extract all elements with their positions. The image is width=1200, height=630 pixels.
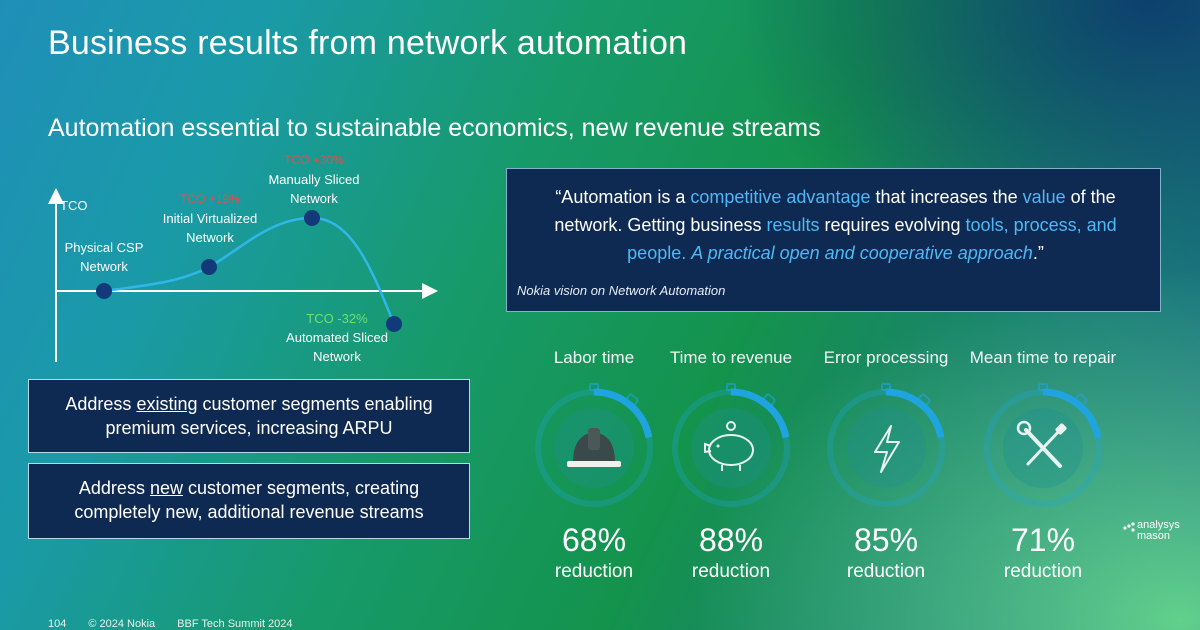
point-virtualized — [201, 259, 217, 275]
point-manual — [304, 210, 320, 226]
metric-mean-time-to-repair: Mean time to repair 71% reduction — [963, 348, 1123, 583]
point-automated — [386, 316, 402, 332]
metric-unit: reduction — [691, 561, 771, 582]
slide-title: Business results from network automation — [48, 24, 688, 62]
metric-label: Mean time to repair — [969, 348, 1117, 367]
analysys-mason-logo: analysys mason — [1123, 520, 1183, 542]
copyright: © 2024 Nokia — [88, 618, 156, 630]
slide-subtitle: Automation essential to sustainable econ… — [48, 114, 821, 142]
metric-label: Labor time — [553, 348, 635, 367]
slide-footer: 104 © 2024 Nokia BBF Tech Summit 2024 — [48, 618, 315, 630]
metric-value: 88% — [698, 522, 764, 558]
metric-unit: reduction — [554, 561, 634, 582]
page-number: 104 — [48, 618, 67, 630]
tco-chart: TCO Physical CSP Network TCO +19% Initia… — [0, 0, 480, 380]
underlined-existing: existing — [136, 394, 198, 414]
metric-value: 85% — [853, 522, 919, 558]
wrench-screwdriver-icon — [978, 380, 1108, 508]
lightning-icon — [821, 380, 951, 508]
label-automated: TCO -32% Automated Sliced Network — [274, 309, 400, 366]
label-physical: Physical CSP Network — [64, 240, 144, 274]
event-name: BBF Tech Summit 2024 — [177, 618, 293, 630]
metric-value: 71% — [1010, 522, 1076, 558]
metric-label: Error processing — [823, 348, 949, 367]
address-new-box: Address new customer segments, creating … — [28, 463, 470, 539]
point-physical — [96, 283, 112, 299]
tco-change-virtualized: TCO +19% — [180, 192, 240, 206]
quote-source: Nokia vision on Network Automation — [517, 283, 726, 298]
hard-hat-icon — [529, 380, 659, 508]
logo-dots-icon — [1123, 522, 1135, 532]
piggy-bank-icon — [666, 380, 796, 508]
metric-value: 68% — [561, 522, 627, 558]
label-manual: TCO +30% Manually Sliced Network — [254, 151, 374, 208]
tco-chart-graphic — [48, 188, 438, 362]
quote-box: “Automation is a competitive advantage t… — [506, 168, 1161, 312]
metric-time-to-revenue: Time to revenue 88% reduction — [651, 348, 811, 583]
address-existing-box: Address existing customer segments enabl… — [28, 379, 470, 453]
metric-error-processing: Error processing 85% reduction — [806, 348, 966, 583]
underlined-new: new — [149, 478, 183, 498]
metric-label: Time to revenue — [669, 348, 793, 367]
quote-text: “Automation is a competitive advantage t… — [554, 187, 1117, 263]
tco-change-manual: TCO +30% — [284, 153, 344, 167]
tco-curve — [103, 216, 396, 325]
label-virtualized: TCO +19% Initial Virtualized Network — [150, 190, 270, 247]
metric-labor-time: Labor time 68% reduction — [514, 348, 674, 583]
metric-unit: reduction — [1003, 561, 1083, 582]
tco-change-automated: TCO -32% — [306, 311, 368, 326]
axis-label-tco: TCO — [60, 198, 88, 213]
metric-unit: reduction — [846, 561, 926, 582]
